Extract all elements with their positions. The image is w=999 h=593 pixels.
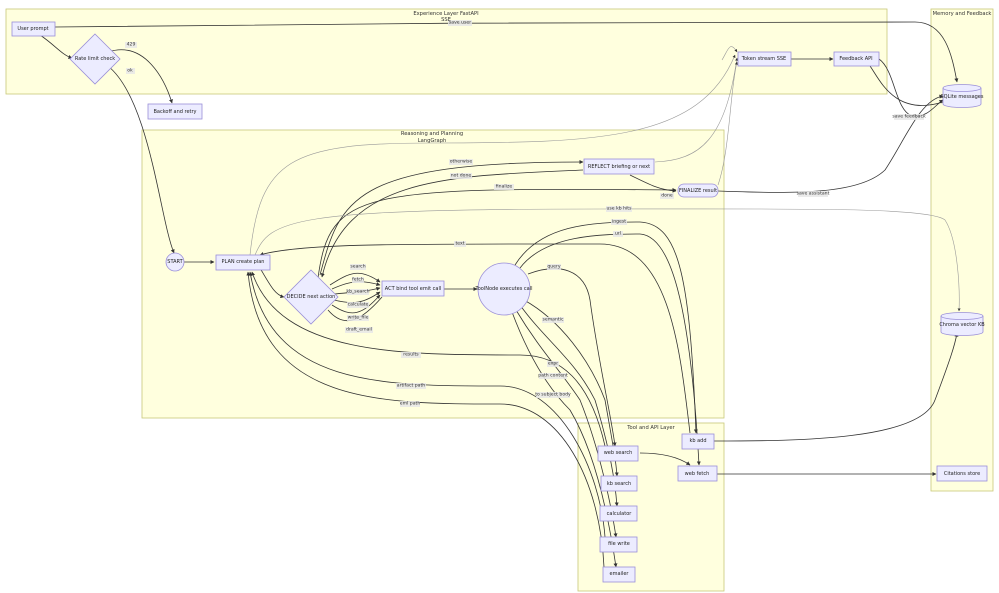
- node-calculator: calculator: [599, 505, 638, 522]
- node-kb-add: kb add: [681, 433, 715, 450]
- edge-label-ingest: ingest: [612, 219, 626, 225]
- edge-label-draft-email: draft_email: [346, 327, 372, 333]
- cluster-reasoning-planning: Reasoning and Planning: [141, 129, 725, 419]
- edge-label-write-file: write_file: [348, 315, 369, 321]
- edge-label-finalize: finalize: [496, 184, 513, 190]
- node-web-fetch: web fetch: [677, 465, 718, 482]
- edge-label-fetch: fetch: [352, 277, 364, 283]
- svg-text:SQLite messages: SQLite messages: [941, 94, 984, 100]
- svg-text:Rate limit check: Rate limit check: [75, 56, 115, 62]
- node-citations-store: Citations store: [936, 465, 988, 482]
- svg-text:User prompt: User prompt: [17, 26, 48, 32]
- edge-label-semantic: semantic: [542, 317, 563, 323]
- svg-text:kb search: kb search: [607, 481, 631, 487]
- subtitle-sse: SSE: [441, 17, 451, 23]
- edge-label-eml-path: eml path: [400, 401, 421, 407]
- svg-text:Backoff and retry: Backoff and retry: [153, 109, 196, 115]
- node-act: ACT bind tool emit call: [381, 280, 445, 297]
- edge-label-url: url: [615, 231, 621, 237]
- edge-label-save-feedback: save feedback: [892, 114, 926, 120]
- svg-text:DECIDE next action: DECIDE next action: [287, 294, 336, 300]
- svg-text:Feedback API: Feedback API: [839, 56, 872, 62]
- edge-label-save-assistant: save assistant: [797, 191, 830, 197]
- node-chroma-vector-kb: Chroma vector KB: [939, 312, 985, 336]
- node-decide: DECIDE next action: [283, 269, 339, 325]
- node-emailer: emailer: [602, 566, 636, 583]
- edge-label-kb-search: kb_search: [346, 289, 369, 295]
- svg-text:file write: file write: [608, 541, 630, 547]
- edge-label-artifact-path: artifact path: [397, 383, 426, 389]
- svg-text:ACT bind tool emit call: ACT bind tool emit call: [385, 286, 442, 292]
- edge-label-ok: ok: [127, 68, 133, 74]
- edge-label-save-user: save user: [449, 20, 471, 26]
- svg-text:Chroma vector KB: Chroma vector KB: [939, 322, 985, 328]
- edge-label-query: query: [547, 264, 561, 270]
- node-finalize: FINALIZE result: [677, 183, 719, 198]
- node-rate-limit-check: Rate limit check: [69, 33, 121, 85]
- node-sqlite-messages: SQLite messages: [941, 84, 984, 108]
- edge-label-search: search: [350, 264, 365, 270]
- svg-text:REFLECT briefing or next: REFLECT briefing or next: [588, 164, 650, 170]
- svg-text:ToolNode executes call: ToolNode executes call: [475, 286, 533, 292]
- cluster-memory-title: Memory and Feedback: [933, 11, 992, 17]
- edge-labels: save user 429 ok save feedback save assi…: [125, 20, 926, 407]
- svg-text:web search: web search: [604, 450, 633, 456]
- node-feedback-api: Feedback API: [833, 51, 880, 67]
- edge-label-expr: expr: [548, 361, 558, 367]
- edge-label-otherwise: otherwise: [450, 159, 473, 165]
- node-reflect: REFLECT briefing or next: [583, 158, 655, 175]
- svg-text:Token stream SSE: Token stream SSE: [741, 56, 786, 62]
- svg-text:Citations store: Citations store: [944, 471, 980, 477]
- node-kb-search: kb search: [600, 475, 638, 492]
- svg-text:web fetch: web fetch: [685, 471, 710, 477]
- edge-label-path-content: path content: [538, 373, 568, 379]
- svg-text:FINALIZE result: FINALIZE result: [679, 188, 717, 194]
- cluster-memory-feedback: Memory and Feedback: [930, 8, 994, 492]
- edge-label-to-subject-body: to subject body: [535, 392, 571, 398]
- node-backoff-and-retry: Backoff and retry: [147, 103, 203, 120]
- node-start: START: [165, 252, 185, 272]
- node-toolnode: ToolNode executes call: [475, 262, 533, 316]
- cluster-reasoning-title: Reasoning and Planning: [401, 131, 463, 137]
- edge-label-results: results: [403, 352, 419, 358]
- edge-label-done: done: [661, 193, 673, 199]
- svg-text:emailer: emailer: [610, 571, 630, 577]
- svg-text:PLAN create plan: PLAN create plan: [222, 259, 265, 265]
- node-token-stream-sse: Token stream SSE: [737, 51, 792, 67]
- node-file-write: file write: [599, 536, 638, 553]
- edge-label-not-done: not done: [451, 173, 472, 179]
- svg-text:calculator: calculator: [607, 511, 633, 517]
- cluster-tools-title: Tool and API Layer: [626, 425, 675, 431]
- cluster-experience-title: Experience Layer FastAPI: [413, 11, 479, 17]
- edge-label-text: text: [455, 241, 464, 247]
- node-web-search: web search: [597, 445, 639, 462]
- node-plan: PLAN create plan: [215, 254, 271, 271]
- svg-text:kb add: kb add: [689, 438, 706, 444]
- subtitle-langgraph: LangGraph: [418, 138, 447, 144]
- edge-label-calculate: calculate: [348, 302, 369, 308]
- node-user-prompt: User prompt: [11, 21, 56, 37]
- edge-label-use-kb-hits: use kb hits: [606, 206, 632, 212]
- svg-text:START: START: [167, 259, 183, 265]
- edge-label-429: 429: [127, 42, 136, 48]
